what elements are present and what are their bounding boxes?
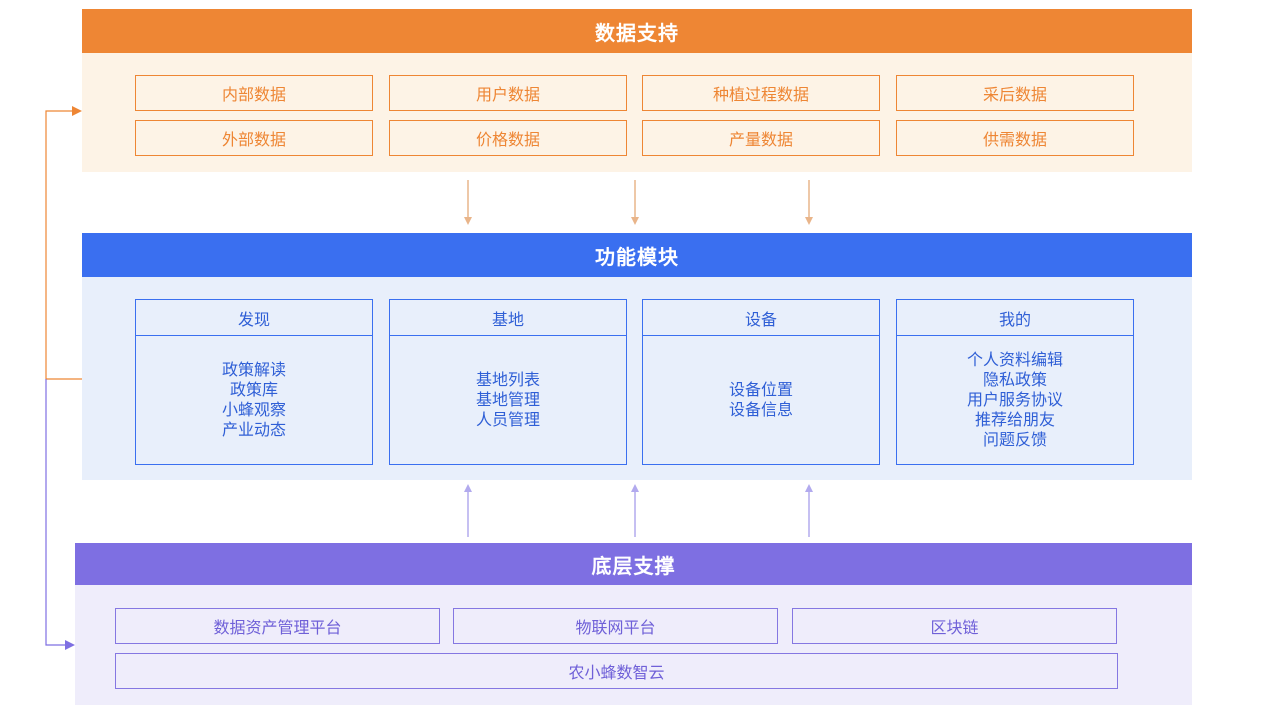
underlying-support-panel	[75, 585, 1192, 705]
underlying-support-header: 底层支撑	[75, 543, 1192, 585]
support-item-blockchain: 区块链	[792, 608, 1117, 644]
list-item: 基地列表	[475, 370, 540, 389]
list-item: 小蜂观察	[221, 400, 286, 419]
underlying-support-title: 底层支撑	[591, 553, 676, 578]
list-item: 基地管理	[475, 390, 540, 409]
data-item-post-harvest: 采后数据	[896, 75, 1134, 111]
module-device-title: 设备	[643, 300, 879, 336]
list-item: 问题反馈	[982, 430, 1047, 449]
module-discover: 发现 政策解读 政策库 小蜂观察 产业动态	[135, 299, 373, 465]
data-support-title: 数据支持	[595, 20, 679, 45]
module-mine-list: 个人资料编辑 隐私政策 用户服务协议 推荐给朋友 问题反馈	[897, 336, 1133, 464]
module-mine-title: 我的	[897, 300, 1133, 336]
module-base-list: 基地列表 基地管理 人员管理	[390, 336, 626, 464]
data-item-internal: 内部数据	[135, 75, 373, 111]
module-discover-title: 发现	[136, 300, 372, 336]
function-modules-title: 功能模块	[595, 244, 679, 269]
module-discover-list: 政策解读 政策库 小蜂观察 产业动态	[136, 336, 372, 464]
side-line-top	[45, 106, 82, 380]
list-item: 用户服务协议	[966, 390, 1063, 409]
list-item: 政策库	[229, 380, 278, 399]
data-support-header: 数据支持	[82, 9, 1192, 53]
list-item: 设备信息	[728, 400, 793, 419]
data-support-panel	[82, 53, 1192, 172]
data-item-supply-demand: 供需数据	[896, 120, 1134, 156]
function-modules-panel	[82, 277, 1192, 480]
list-item: 产业动态	[221, 420, 286, 439]
list-item: 隐私政策	[982, 370, 1047, 389]
support-item-iot-platform: 物联网平台	[453, 608, 778, 644]
data-item-yield: 产量数据	[642, 120, 880, 156]
support-item-data-asset-platform: 数据资产管理平台	[115, 608, 440, 644]
list-item: 个人资料编辑	[966, 350, 1063, 369]
module-device-list: 设备位置 设备信息	[643, 336, 879, 464]
data-item-external: 外部数据	[135, 120, 373, 156]
module-device: 设备 设备位置 设备信息	[642, 299, 880, 465]
module-base-title: 基地	[390, 300, 626, 336]
data-item-planting: 种植过程数据	[642, 75, 880, 111]
support-item-cloud: 农小蜂数智云	[115, 653, 1118, 689]
list-item: 人员管理	[475, 410, 540, 429]
side-line-bottom	[45, 379, 75, 650]
list-item: 设备位置	[728, 380, 793, 399]
module-mine: 我的 个人资料编辑 隐私政策 用户服务协议 推荐给朋友 问题反馈	[896, 299, 1134, 465]
data-item-price: 价格数据	[389, 120, 627, 156]
list-item: 政策解读	[221, 360, 286, 379]
module-base: 基地 基地列表 基地管理 人员管理	[389, 299, 627, 465]
list-item: 推荐给朋友	[974, 410, 1055, 429]
data-item-user: 用户数据	[389, 75, 627, 111]
function-modules-header: 功能模块	[82, 233, 1192, 277]
